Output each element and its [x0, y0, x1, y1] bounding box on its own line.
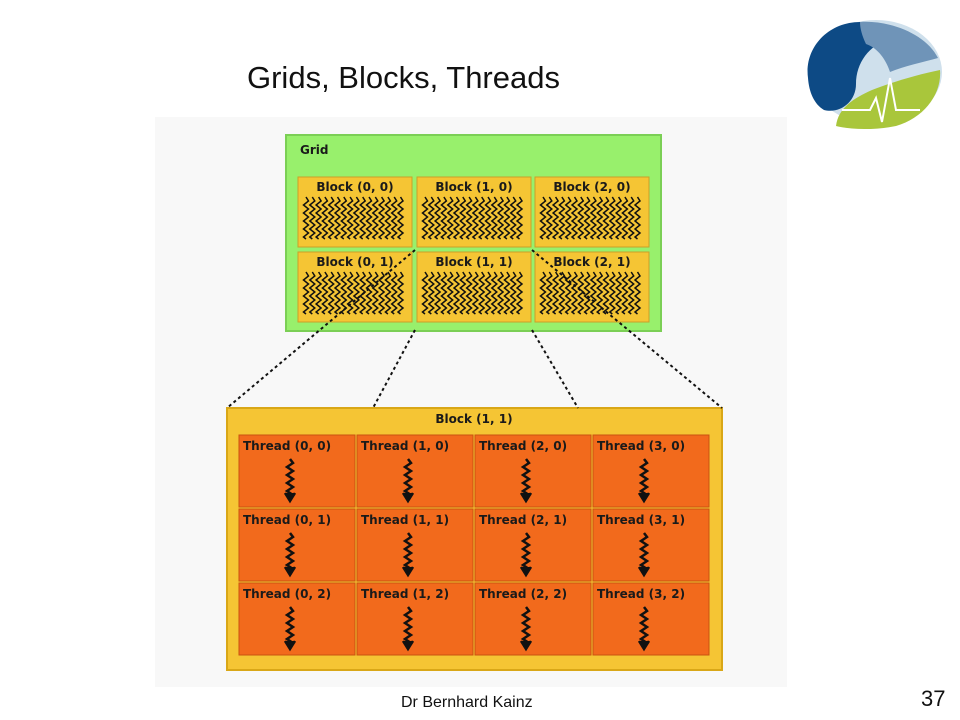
block-label: Block (1, 0): [435, 180, 512, 194]
thread-cell: Thread (1, 0): [356, 434, 474, 508]
thread-cell: Thread (2, 2): [474, 582, 592, 656]
block-cell: Block (1, 0): [416, 176, 532, 248]
block-label: Block (0, 0): [316, 180, 393, 194]
thread-cell: Thread (1, 1): [356, 508, 474, 582]
thread-cell: Thread (3, 1): [592, 508, 710, 582]
grid-label: Grid: [300, 143, 328, 157]
thread-label: Thread (0, 0): [243, 439, 331, 453]
footer-author: Dr Bernhard Kainz: [401, 694, 533, 711]
thread-cell: Thread (0, 2): [238, 582, 356, 656]
slide-title: Grids, Blocks, Threads: [247, 60, 560, 95]
block-thread-squiggles: [302, 196, 405, 240]
thread-arrow: [519, 606, 533, 652]
page-number: 37: [921, 686, 946, 711]
block-cell: Block (2, 0): [534, 176, 650, 248]
thread-arrow: [519, 532, 533, 578]
thread-label: Thread (2, 0): [479, 439, 567, 453]
thread-arrow: [401, 458, 415, 504]
thread-label: Thread (1, 0): [361, 439, 449, 453]
thread-label: Thread (2, 1): [479, 513, 567, 527]
thread-arrow: [283, 606, 297, 652]
thread-arrow: [401, 532, 415, 578]
thread-label: Thread (2, 2): [479, 587, 567, 601]
block-cell: Block (0, 0): [297, 176, 413, 248]
thread-arrow: [637, 532, 651, 578]
block-label: Block (2, 1): [553, 255, 630, 269]
thread-label: Thread (1, 2): [361, 587, 449, 601]
thread-cell: Thread (3, 0): [592, 434, 710, 508]
expanded-block-label: Block (1, 1): [435, 412, 512, 426]
thread-label: Thread (3, 0): [597, 439, 685, 453]
block-label: Block (0, 1): [316, 255, 393, 269]
block-cell: Block (1, 1): [416, 251, 532, 323]
thread-arrow: [637, 458, 651, 504]
block-cell: Block (0, 1): [297, 251, 413, 323]
block-label: Block (1, 1): [435, 255, 512, 269]
thread-label: Thread (0, 2): [243, 587, 331, 601]
thread-cell: Thread (2, 1): [474, 508, 592, 582]
block-thread-squiggles: [539, 271, 642, 315]
grid-block-thread-diagram: Grid Block (0, 0) Block (1, 0) Block (2, 0…: [155, 117, 787, 687]
block-thread-squiggles: [539, 196, 642, 240]
thread-label: Thread (1, 1): [361, 513, 449, 527]
thread-cell: Thread (1, 2): [356, 582, 474, 656]
thread-cell: Thread (3, 2): [592, 582, 710, 656]
thread-arrow: [637, 606, 651, 652]
thread-label: Thread (3, 2): [597, 587, 685, 601]
block-thread-squiggles: [421, 196, 524, 240]
block-thread-squiggles: [421, 271, 524, 315]
thread-arrow: [401, 606, 415, 652]
thread-arrow: [519, 458, 533, 504]
thread-cell: Thread (0, 0): [238, 434, 356, 508]
thread-cell: Thread (2, 0): [474, 434, 592, 508]
thread-arrow: [283, 532, 297, 578]
thread-arrow: [283, 458, 297, 504]
thread-cell: Thread (0, 1): [238, 508, 356, 582]
zoom-connector-lines: [226, 249, 723, 409]
block-cell: Block (2, 1): [534, 251, 650, 323]
institution-logo-icon: [807, 20, 942, 129]
block-label: Block (2, 0): [553, 180, 630, 194]
thread-label: Thread (3, 1): [597, 513, 685, 527]
thread-label: Thread (0, 1): [243, 513, 331, 527]
